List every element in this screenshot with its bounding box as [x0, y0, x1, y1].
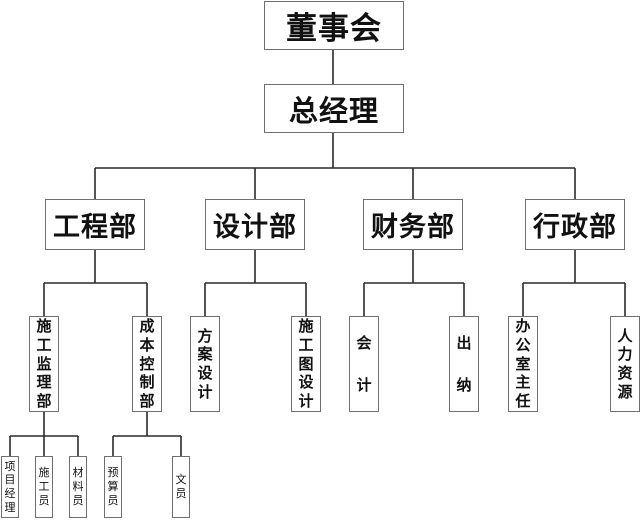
sub-office-director-node: 办公室主任	[508, 316, 538, 412]
sub-cost-control-node: 成本控制部	[132, 316, 162, 412]
sub-cashier-node: 出纳	[449, 316, 479, 412]
role-project-manager-label: 项目经理	[4, 459, 16, 514]
dept-engineering-node: 工程部	[45, 199, 145, 250]
sub-supervision-node: 施工监理部	[29, 316, 59, 412]
role-construction-worker-node: 施工员	[35, 456, 53, 518]
dept-admin-node: 行政部	[525, 199, 625, 250]
dept-design-node: 设计部	[205, 199, 305, 250]
role-clerk-node: 文员	[172, 456, 190, 518]
role-estimator-node: 预算员	[104, 456, 122, 518]
general-manager-label: 总经理	[288, 93, 379, 128]
role-materials-clerk-node: 材料员	[69, 456, 87, 518]
dept-design-label: 设计部	[213, 212, 297, 243]
role-materials-clerk-label: 材料员	[72, 466, 84, 507]
sub-office-director-label: 办公室主任	[515, 317, 531, 411]
role-construction-worker-label: 施工员	[38, 466, 50, 507]
role-estimator-label: 预算员	[107, 466, 119, 507]
sub-construction-drawing-node: 施工图设计	[291, 316, 321, 412]
dept-finance-label: 财务部	[371, 212, 455, 243]
dept-engineering-label: 工程部	[53, 212, 137, 243]
sub-human-resources-label: 人力资源	[617, 326, 633, 401]
board-label: 董事会	[286, 11, 382, 47]
sub-supervision-label: 施工监理部	[36, 317, 52, 411]
board-node: 董事会	[264, 1, 404, 50]
sub-accountant-node: 会计	[349, 316, 379, 412]
dept-admin-label: 行政部	[533, 212, 617, 243]
role-clerk-label: 文员	[175, 473, 187, 500]
sub-construction-drawing-label: 施工图设计	[298, 317, 314, 411]
role-project-manager-node: 项目经理	[1, 456, 19, 518]
sub-scheme-design-node: 方案设计	[190, 316, 220, 412]
sub-cost-control-label: 成本控制部	[139, 317, 155, 411]
sub-accountant-label: 会计	[356, 334, 372, 394]
sub-cashier-label: 出纳	[456, 334, 472, 394]
sub-scheme-design-label: 方案设计	[197, 326, 213, 401]
dept-finance-node: 财务部	[363, 199, 463, 250]
general-manager-node: 总经理	[264, 84, 404, 133]
sub-human-resources-node: 人力资源	[610, 316, 640, 412]
